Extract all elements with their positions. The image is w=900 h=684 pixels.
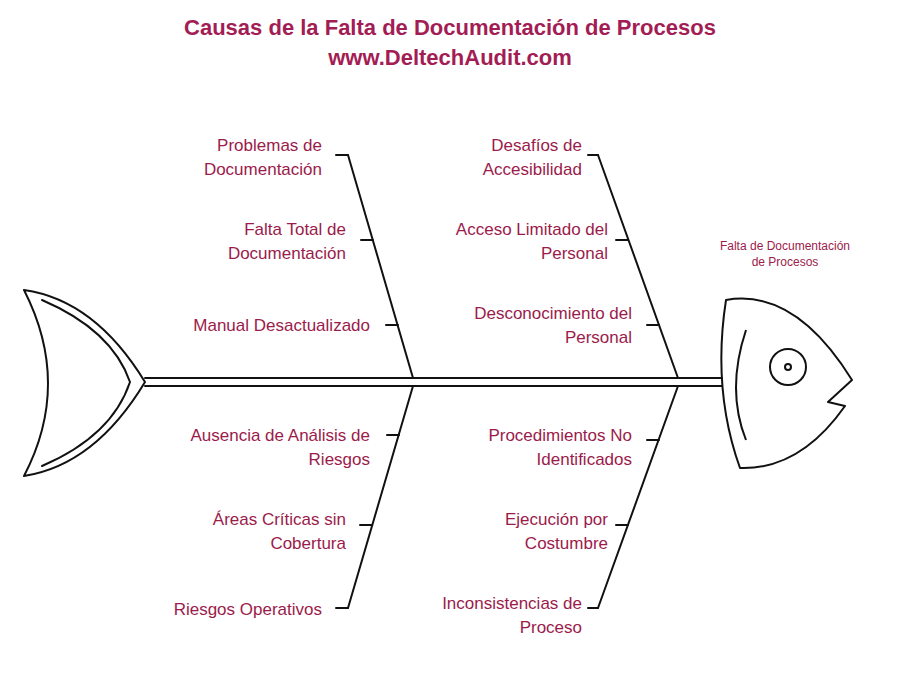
- tick: [588, 154, 598, 156]
- spine: [145, 377, 722, 379]
- bone: [348, 155, 413, 378]
- fish-tail: [24, 290, 145, 476]
- tick: [360, 524, 372, 526]
- cause-label: Desafíos de Accesibilidad: [452, 134, 582, 182]
- tick: [387, 434, 399, 436]
- cause-label: Inconsistencias de Proceso: [422, 592, 582, 640]
- tick: [616, 239, 628, 241]
- cause-label: Ausencia de Análisis de Riesgos: [155, 424, 370, 472]
- cause-label: Ejecución por Costumbre: [478, 508, 608, 556]
- tick: [361, 239, 373, 241]
- cause-label: Procedimientos No Identificados: [452, 424, 632, 472]
- fish-head-outline: [700, 238, 870, 472]
- fish-head: Falta de Documentación de Procesos: [700, 238, 870, 472]
- spine: [145, 385, 722, 387]
- tick: [616, 524, 628, 526]
- fish-tail-inner: [42, 300, 130, 466]
- tick: [386, 324, 398, 326]
- tick: [647, 439, 659, 441]
- tick: [336, 607, 348, 609]
- cause-label: Áreas Críticas sin Cobertura: [186, 508, 346, 556]
- cause-label: Problemas de Documentación: [172, 134, 322, 182]
- website-url: www.DeltechAudit.com: [0, 44, 900, 72]
- cause-label: Acceso Limitado del Personal: [423, 218, 608, 266]
- tick: [647, 324, 659, 326]
- tick: [336, 154, 348, 156]
- cause-label: Manual Desactualizado: [140, 314, 370, 338]
- diagram-title: Causas de la Falta de Documentación de P…: [0, 14, 900, 42]
- head-label: Falta de Documentación de Procesos: [715, 238, 855, 270]
- bone: [348, 386, 413, 608]
- cause-label: Desconocimiento del Personal: [442, 302, 632, 350]
- cause-label: Riesgos Operativos: [122, 598, 322, 622]
- cause-label: Falta Total de Documentación: [196, 218, 346, 266]
- tick: [588, 607, 598, 609]
- bone: [598, 386, 678, 608]
